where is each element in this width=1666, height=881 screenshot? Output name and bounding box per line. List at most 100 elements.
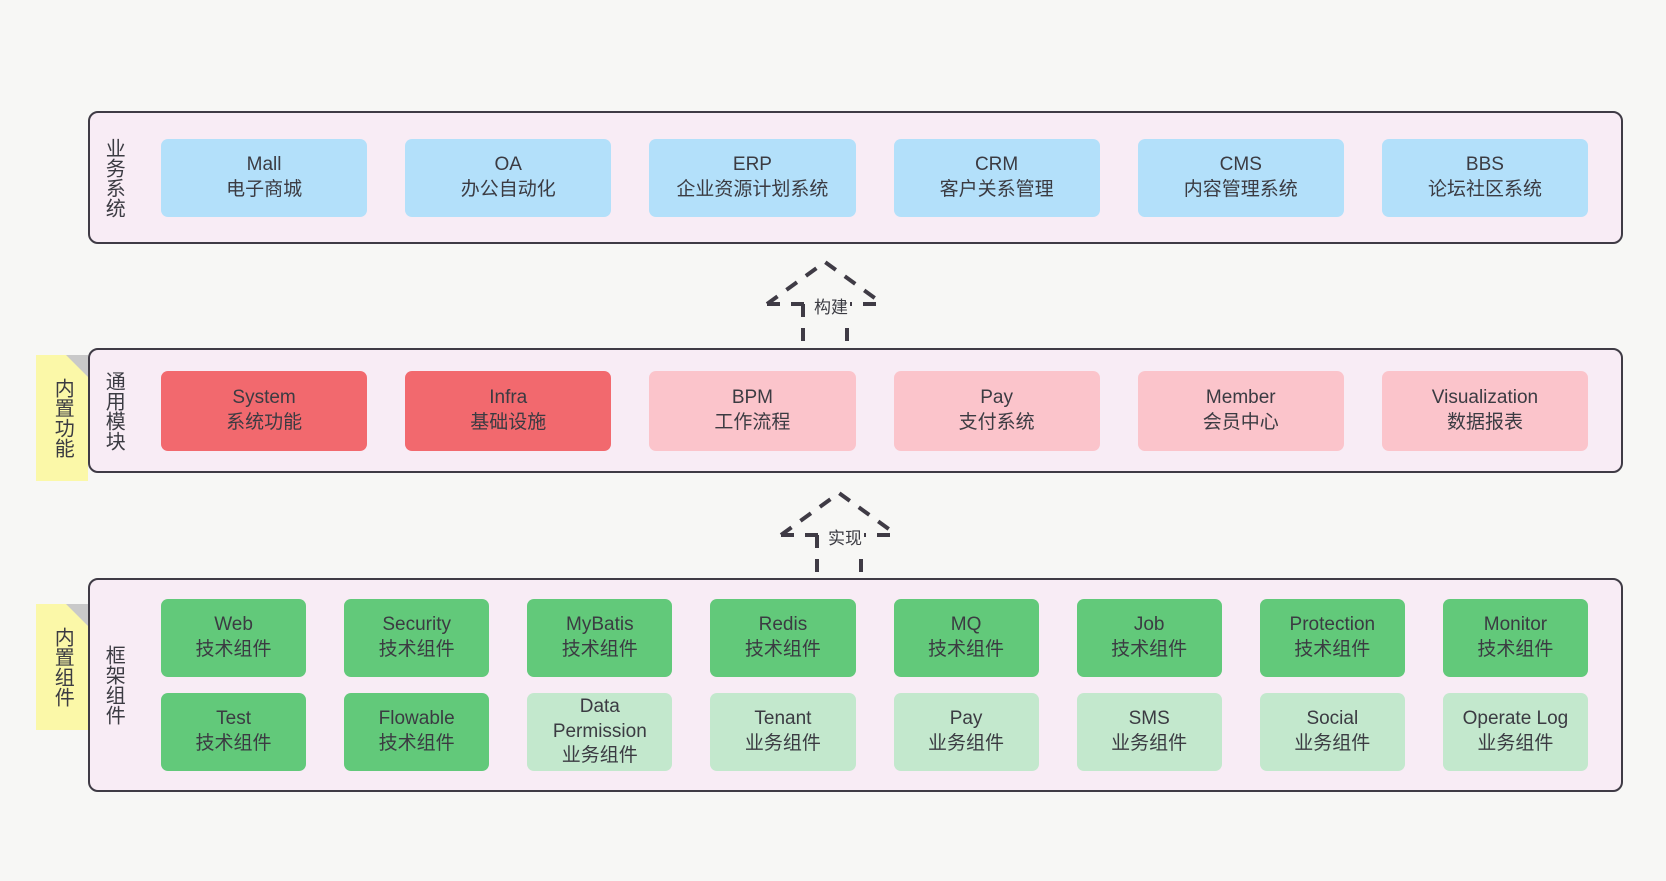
card-subtitle: 技术组件 (378, 733, 455, 754)
card-oa[interactable]: OA 办公自动化 (405, 138, 612, 217)
card-job[interactable]: Job 技术组件 (1076, 599, 1222, 677)
card-subtitle: 企业资源计划系统 (676, 178, 829, 200)
card-row-framework-biz: Test 技术组件 Flowable 技术组件 Data Permission … (142, 693, 1607, 771)
card-security[interactable]: Security 技术组件 (344, 599, 490, 677)
card-social[interactable]: Social 业务组件 (1259, 693, 1405, 771)
card-title: System (232, 386, 296, 408)
layer-body-business-systems: Mall 电子商城 OA 办公自动化 ERP 企业资源计划系统 CRM 客户关系… (136, 113, 1621, 242)
card-redis[interactable]: Redis 技术组件 (710, 599, 856, 677)
sticky-note-builtin-components: 内置组件 (36, 604, 88, 730)
card-subtitle: 论坛社区系统 (1427, 178, 1542, 200)
card-flowable[interactable]: Flowable 技术组件 (344, 693, 490, 771)
layer-common-modules: 通用模块 System 系统功能 Infra 基础设施 BPM 工作流程 Pay… (88, 348, 1623, 473)
card-title: Tenant (754, 708, 812, 730)
card-bbs[interactable]: BBS 论坛社区系统 (1381, 138, 1589, 217)
card-subtitle: 技术组件 (195, 639, 272, 660)
card-subtitle: 技术组件 (1111, 639, 1188, 660)
card-subtitle: 会员中心 (1202, 411, 1279, 433)
card-bpm[interactable]: BPM 工作流程 (649, 370, 856, 451)
card-title: CMS (1219, 153, 1262, 175)
layer-body-framework-components: Web 技术组件 Security 技术组件 MyBatis 技术组件 Redi… (136, 580, 1621, 790)
card-subtitle: 业务组件 (744, 733, 821, 754)
card-title: OA (494, 153, 522, 175)
sticky-note-builtin-features: 内置功能 (36, 355, 88, 481)
card-data-permission[interactable]: Data Permission 业务组件 (527, 693, 673, 771)
card-title: CRM (974, 153, 1019, 175)
build-arrow-label: 构建 (812, 293, 850, 318)
card-erp[interactable]: ERP 企业资源计划系统 (649, 138, 856, 217)
card-protection[interactable]: Protection 技术组件 (1259, 599, 1405, 677)
card-title: BBS (1465, 153, 1504, 175)
card-subtitle: 数据报表 (1446, 411, 1523, 433)
card-title: Social (1306, 708, 1359, 730)
card-subtitle: 技术组件 (1477, 639, 1554, 660)
card-row-framework-tech: Web 技术组件 Security 技术组件 MyBatis 技术组件 Redi… (142, 599, 1607, 677)
sticky-fold-icon (66, 355, 88, 377)
card-subtitle: 技术组件 (744, 639, 821, 660)
layer-framework-components: 框架组件 Web 技术组件 Security 技术组件 MyBatis 技术组件… (88, 578, 1623, 792)
implement-arrow-label: 实现 (826, 524, 864, 549)
card-title: SMS (1128, 708, 1170, 730)
sticky-note-label: 内置组件 (51, 627, 74, 707)
layer-body-common-modules: System 系统功能 Infra 基础设施 BPM 工作流程 Pay 支付系统… (136, 350, 1621, 471)
card-mall[interactable]: Mall 电子商城 (161, 138, 368, 217)
card-title: MQ (950, 614, 982, 636)
card-subtitle: 支付系统 (958, 411, 1035, 433)
card-subtitle: 业务组件 (1477, 733, 1554, 754)
card-operate-log[interactable]: Operate Log 业务组件 (1442, 693, 1588, 771)
card-title: Monitor (1483, 614, 1548, 636)
card-subtitle: 内容管理系统 (1183, 178, 1298, 200)
card-subtitle: 系统功能 (226, 411, 303, 433)
card-subtitle: 基础设施 (470, 411, 547, 433)
card-title: Mall (246, 153, 282, 175)
card-visualization[interactable]: Visualization 数据报表 (1381, 370, 1589, 451)
card-title: ERP (732, 153, 772, 175)
card-infra[interactable]: Infra 基础设施 (405, 370, 612, 451)
card-subtitle: 电子商城 (226, 178, 303, 200)
card-member[interactable]: Member 会员中心 (1137, 370, 1344, 451)
card-title: BPM (731, 386, 774, 408)
card-subtitle: 技术组件 (1294, 639, 1371, 660)
card-subtitle: 技术组件 (561, 639, 638, 660)
card-row-business: Mall 电子商城 OA 办公自动化 ERP 企业资源计划系统 CRM 客户关系… (142, 138, 1607, 217)
card-title: MyBatis (566, 614, 634, 636)
card-monitor[interactable]: Monitor 技术组件 (1442, 599, 1588, 677)
card-title: Visualization (1431, 386, 1539, 408)
card-crm[interactable]: CRM 客户关系管理 (893, 138, 1100, 217)
sticky-fold-icon (66, 604, 88, 626)
card-title: Redis (758, 614, 808, 636)
card-pay-module[interactable]: Pay 支付系统 (893, 370, 1100, 451)
card-subtitle: 业务组件 (928, 733, 1005, 754)
card-cms[interactable]: CMS 内容管理系统 (1137, 138, 1344, 217)
card-system[interactable]: System 系统功能 (161, 370, 368, 451)
card-title: Pay (949, 708, 983, 730)
card-sms[interactable]: SMS 业务组件 (1076, 693, 1222, 771)
card-subtitle: 业务组件 (1111, 733, 1188, 754)
card-subtitle: 办公自动化 (460, 178, 556, 200)
layer-title-common-modules: 通用模块 (102, 370, 125, 451)
layer-business-systems: 业务系统 Mall 电子商城 OA 办公自动化 ERP 企业资源计划系统 CRM… (88, 111, 1623, 244)
card-subtitle: 技术组件 (928, 639, 1005, 660)
card-web[interactable]: Web 技术组件 (161, 599, 307, 677)
card-subtitle: 工作流程 (714, 411, 791, 433)
card-subtitle: 业务组件 (1294, 733, 1371, 754)
card-pay-component[interactable]: Pay 业务组件 (893, 693, 1039, 771)
card-title: Test (216, 708, 251, 730)
card-title: Web (214, 614, 253, 636)
card-subtitle: 技术组件 (195, 733, 272, 754)
card-title: Operate Log (1462, 708, 1569, 730)
card-title: Job (1133, 614, 1165, 636)
card-mq[interactable]: MQ 技术组件 (893, 599, 1039, 677)
card-title: Data Permission (552, 695, 647, 742)
card-tenant[interactable]: Tenant 业务组件 (710, 693, 856, 771)
card-title: Infra (489, 386, 528, 408)
layer-title-business-systems: 业务系统 (102, 137, 125, 218)
card-mybatis[interactable]: MyBatis 技术组件 (527, 599, 673, 677)
card-test[interactable]: Test 技术组件 (161, 693, 307, 771)
layer-title-framework-components: 框架组件 (102, 645, 125, 725)
card-title: Flowable (378, 708, 455, 730)
card-title: Security (382, 614, 451, 636)
sticky-note-label: 内置功能 (51, 378, 74, 458)
card-subtitle: 客户关系管理 (939, 178, 1054, 200)
